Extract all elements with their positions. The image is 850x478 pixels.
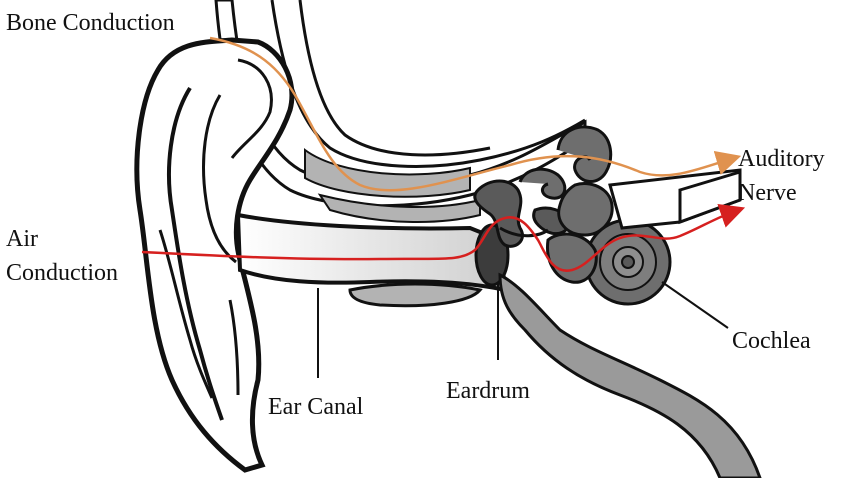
air-conduction-label-line2: Conduction: [6, 260, 118, 286]
cochlea-label: Cochlea: [732, 328, 811, 354]
middle-ear: [473, 179, 762, 478]
pointer-lines: [317, 281, 729, 378]
bone-conduction-label: Bone Conduction: [6, 10, 175, 36]
inner-ear: [518, 125, 672, 306]
air-conduction-path: [141, 203, 746, 272]
auditory-nerve-label-line2: Nerve: [738, 180, 797, 206]
ear-canal: [235, 212, 508, 293]
cochlea-pointer: [661, 281, 729, 329]
air-conduction-label-line1: Air: [6, 226, 38, 252]
eardrum-label: Eardrum: [446, 378, 530, 404]
bone-conduction-path: [209, 36, 742, 192]
auditory-nerve-label-line1: Auditory: [738, 146, 825, 172]
ear-canal-label: Ear Canal: [268, 394, 364, 420]
auditory-nerve: [608, 168, 742, 230]
